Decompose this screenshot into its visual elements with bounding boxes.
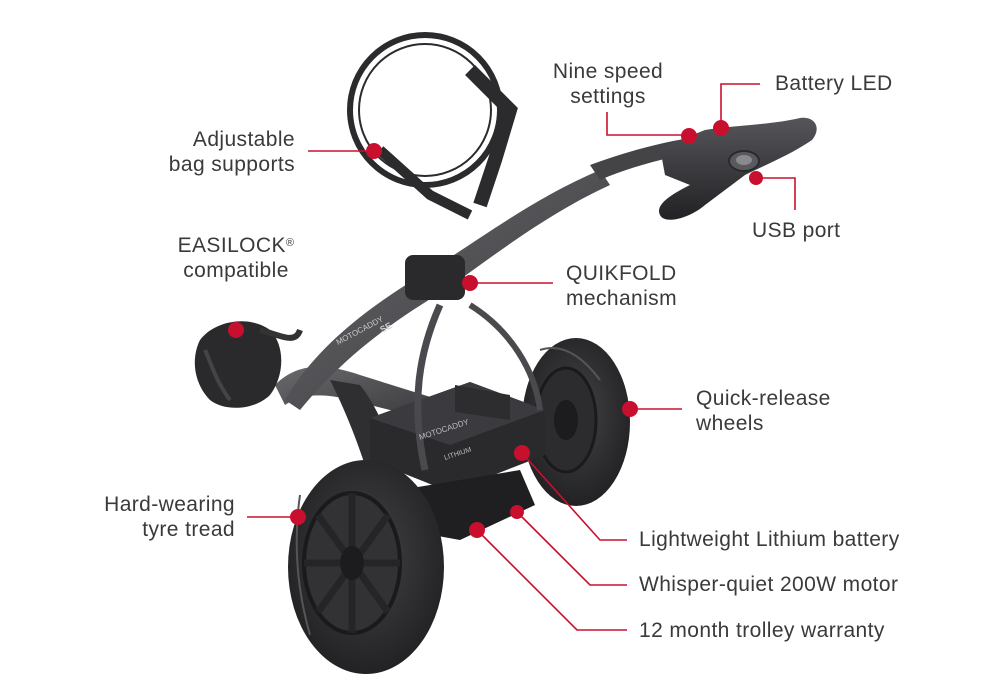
leader-lithium-battery <box>521 452 627 541</box>
label-line: EASILOCK® <box>176 233 296 258</box>
battery-box <box>370 382 545 492</box>
leader-battery-led <box>720 83 760 127</box>
dot-quick-release <box>622 401 638 417</box>
dot-tyre-tread <box>290 509 306 525</box>
dot-motor <box>510 505 524 519</box>
label-line: 12 month trolley warranty <box>639 619 885 642</box>
label-line: Lightweight Lithium battery <box>639 528 900 551</box>
dot-nine-speed <box>681 128 697 144</box>
label-line: tyre tread <box>142 518 235 541</box>
support-strut <box>414 303 444 471</box>
dot-usb-port <box>749 171 763 185</box>
label-line: settings <box>570 85 646 108</box>
front-left-wheel <box>288 460 444 674</box>
trolley-illustration: MOTOCADDY SE MOTOCADDY LITHIUM <box>194 32 817 674</box>
registered-mark: ® <box>285 237 295 249</box>
label-line: Whisper-quiet 200W motor <box>639 573 899 596</box>
label-warranty: 12 month trolley warranty <box>639 618 885 643</box>
label-line: Quick-release <box>696 387 831 410</box>
easilock-text: EASILOCK <box>177 234 286 257</box>
label-line: compatible <box>183 259 289 282</box>
label-tyre-tread: Hard-wearing tyre tread <box>104 492 235 542</box>
label-easilock: EASILOCK® compatible <box>176 233 296 283</box>
label-line: wheels <box>696 412 764 435</box>
label-line: mechanism <box>566 287 677 310</box>
dot-warranty <box>469 522 485 538</box>
dot-easilock <box>228 322 244 338</box>
leader-lines <box>247 83 796 631</box>
front-bag-rest <box>194 321 303 408</box>
support-strut <box>468 302 543 411</box>
label-line: Adjustable <box>192 128 295 151</box>
frame-model-print: SE <box>378 320 393 334</box>
handle-unit <box>659 117 817 220</box>
label-usb-port: USB port <box>752 218 840 243</box>
label-lithium-battery: Lightweight Lithium battery <box>639 527 900 552</box>
dot-quikfold <box>462 275 478 291</box>
dot-battery-led <box>713 120 729 136</box>
callout-dots <box>228 120 763 538</box>
leader-nine-speed <box>606 112 688 136</box>
leader-motor <box>516 511 627 586</box>
label-motor: Whisper-quiet 200W motor <box>639 572 898 597</box>
label-line: USB port <box>752 219 841 242</box>
label-line: Battery LED <box>775 72 893 95</box>
label-bag-supports: Adjustable bag supports <box>169 127 295 177</box>
leader-usb-port <box>756 177 796 210</box>
dot-bag-supports <box>366 143 382 159</box>
label-line: Nine speed <box>552 60 664 83</box>
label-line: bag supports <box>168 153 295 176</box>
bag-support-ring <box>347 32 518 220</box>
quikfold-hinge <box>405 255 465 300</box>
label-nine-speed: Nine speed settings <box>548 59 668 109</box>
label-battery-led: Battery LED <box>775 71 893 96</box>
dot-lithium-battery <box>514 445 530 461</box>
leader-warranty <box>476 529 627 631</box>
label-line: QUIKFOLD <box>566 262 677 285</box>
label-line: Hard-wearing <box>104 493 235 516</box>
main-spine <box>285 170 610 410</box>
label-quikfold: QUIKFOLD mechanism <box>566 261 677 311</box>
rear-right-wheel <box>522 338 630 506</box>
label-quick-release: Quick-release wheels <box>696 386 831 436</box>
